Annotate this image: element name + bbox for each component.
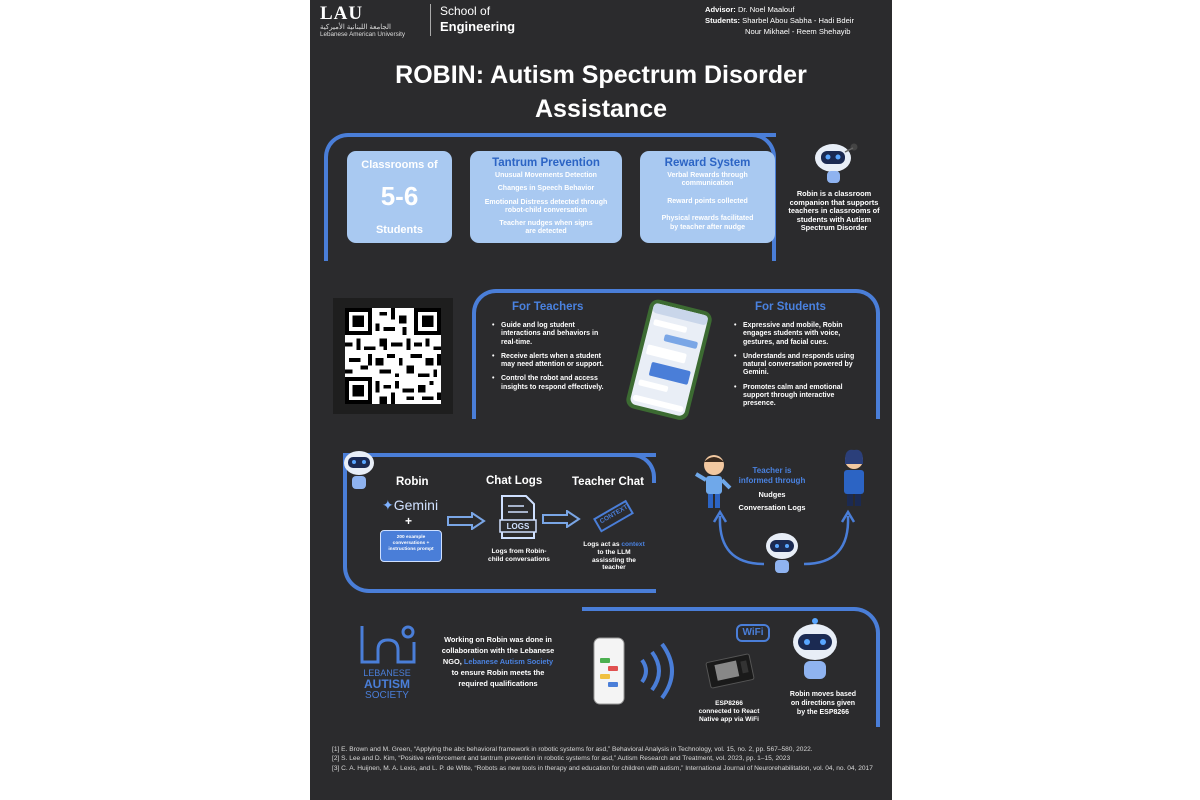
gemini-text: Gemini [393, 497, 439, 513]
wifi-badge: WiFi [736, 624, 770, 642]
tantrum-title: Tantrum Prevention [492, 157, 600, 169]
lau-logo: LAU الجامعة اللبنانية الأميركية Lebanese… [320, 3, 428, 38]
reference-item: [1] E. Brown and M. Green, “Applying the… [332, 746, 813, 753]
students-title: For Students [755, 301, 826, 313]
references: [1] E. Brown and M. Green, “Applying the… [332, 745, 882, 773]
reward-item: Physical rewards facilitated by teacher … [661, 215, 754, 231]
students-item: Understands and responds using natural c… [734, 353, 858, 378]
tantrum-item: Emotional Distress detected through robo… [484, 198, 608, 215]
qr-code-block [333, 298, 453, 414]
classrooms-card: Classrooms of 5-6 Students [347, 151, 452, 243]
classrooms-number: 5-6 [380, 181, 419, 211]
advisor-label: Advisor: [705, 5, 736, 14]
robot-icon [344, 451, 374, 489]
esp8266-board-icon [705, 653, 755, 689]
society-link[interactable]: Lebanese Autism Society [463, 657, 554, 666]
teachers-title: For Teachers [512, 301, 584, 313]
child-icon [694, 455, 732, 508]
plus-sign: + [405, 514, 413, 528]
context-caption: Logs act as context to the LLM assisstin… [583, 541, 645, 572]
lau-logo-text: LAU [320, 3, 364, 24]
chatlogs-title: Chat Logs [486, 475, 543, 487]
robin-flow-title: Robin [396, 476, 429, 488]
students-item: Promotes calm and emotional support thro… [734, 384, 858, 409]
robin-intro: Robin is a classroom companion that supp… [788, 189, 880, 232]
phone-app-icon [626, 299, 712, 420]
logs-label: LOGS [506, 522, 530, 531]
students-label: Students: [705, 16, 741, 25]
tantrum-item: Unusual Movements Detection [495, 172, 597, 179]
teachers-item: Control the robot and access insights to… [492, 375, 612, 392]
poster-title: ROBIN: Autism Spectrum Disorder Assistan… [395, 61, 807, 123]
context-stamp-icon [593, 499, 634, 533]
curved-arrows-icon [712, 509, 856, 566]
robot-movement-caption: Robin moves based on directions given by… [789, 691, 857, 716]
informed-logs: Conversation Logs [738, 503, 806, 512]
students-line1: Sharbel Abou Sabha - Hadi Bdeir [742, 16, 855, 25]
tantrum-item: Changes in Speech Behavior [497, 185, 595, 193]
informed-title: Teacher is informed through [738, 466, 806, 485]
robot-icon [793, 618, 837, 679]
gemini-logo: ✦Gemini [382, 497, 438, 514]
esp-caption: ESP8266 connected to React Native app vi… [698, 700, 760, 723]
reward-card: Reward System Verbal Rewards through com… [640, 151, 775, 243]
reward-item: Reward points collected [667, 197, 748, 205]
section4-frame [582, 607, 880, 727]
section3-frame-top [343, 453, 656, 483]
logs-caption: Logs from Robin-child conversations [488, 548, 550, 563]
teachers-item: Guide and log student interactions and b… [492, 322, 612, 347]
qr-code-icon [345, 308, 441, 404]
lau-logo-subtitle: Lebanese American University [320, 31, 406, 38]
reference-item: [2] S. Lee and D. Kim, “Positive reinfor… [332, 755, 791, 763]
logs-document-icon [499, 495, 537, 539]
header-divider [430, 4, 431, 36]
teacher-chat-title: Teacher Chat [572, 476, 645, 488]
teachers-item: Receive alerts when a student may need a… [492, 353, 612, 370]
lau-logo-arabic: الجامعة اللبنانية الأميركية [320, 24, 391, 31]
context-word: context [621, 541, 645, 548]
students-line2: Nour Mikhael - Reem Shehayib [745, 27, 851, 36]
arrow-icon [447, 512, 486, 530]
school-line1: School of [440, 4, 491, 18]
advisor-name: Dr. Noel Maalouf [737, 5, 795, 14]
teachers-list: Guide and log student interactions and b… [492, 322, 612, 398]
prompt-box: 200 example conversations + instructions… [380, 530, 442, 562]
tantrum-item: Teacher nudges when signs are detected [499, 219, 593, 236]
classrooms-top: Classrooms of [361, 159, 438, 171]
gemini-star-icon: ✦ [382, 497, 394, 513]
informed-nudges: Nudges [758, 490, 786, 499]
section1-frame [324, 133, 776, 261]
section2-frame [472, 289, 880, 419]
school-line2: Engineering [440, 19, 516, 34]
collaboration-text: Working on Robin was done in collaborati… [441, 635, 555, 688]
classrooms-bottom: Students [375, 224, 424, 236]
robot-icon [766, 533, 798, 573]
wifi-icon: WiFi [742, 627, 764, 638]
students-list: Expressive and mobile, Robin engages stu… [734, 322, 858, 415]
school-name: School of Engineering [440, 4, 515, 35]
smartphone-app-icon [593, 637, 625, 705]
teacher-icon [844, 449, 864, 506]
tantrum-card: Tantrum Prevention Unusual Movements Det… [470, 151, 622, 243]
reward-item: Verbal Rewards through communication [667, 172, 748, 188]
students-item: Expressive and mobile, Robin engages stu… [734, 322, 858, 347]
header: LAU الجامعة اللبنانية الأميركية Lebanese… [310, 0, 892, 40]
poster: LAU الجامعة اللبنانية الأميركية Lebanese… [310, 0, 892, 800]
credits: Advisor: Dr. Noel Maalouf Students: Shar… [705, 4, 885, 37]
robot-icon [815, 143, 858, 183]
society-name: LEBANESE AUTISM SOCIETY [363, 668, 411, 701]
reference-item: [3] C. A. Huijnen, M. A. Lexis, and L. P… [332, 764, 873, 772]
lebanese-autism-society-logo [360, 625, 416, 664]
reward-title: Reward System [664, 157, 751, 169]
arrow-icon [542, 510, 581, 528]
signal-waves-icon [640, 642, 674, 700]
